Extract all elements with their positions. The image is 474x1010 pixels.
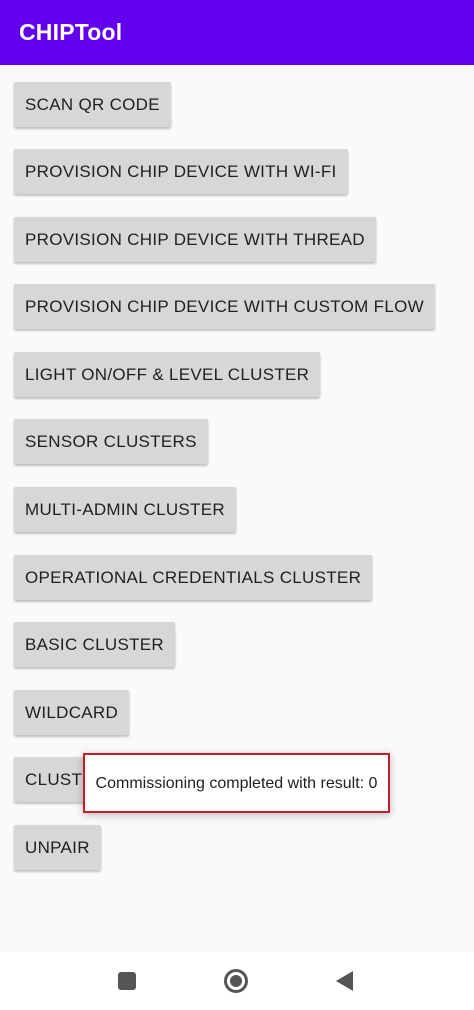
app-title: CHIPTool xyxy=(19,19,123,45)
triangle-back-icon xyxy=(335,971,353,991)
wildcard-button[interactable]: WILDCARD xyxy=(14,690,130,735)
home-button[interactable] xyxy=(222,967,250,995)
basic-cluster-button[interactable]: BASIC CLUSTER xyxy=(14,622,175,667)
back-button[interactable] xyxy=(330,967,358,995)
commissioning-toast: Commissioning completed with result: 0 xyxy=(83,753,390,813)
toast-message: Commissioning completed with result: 0 xyxy=(95,774,378,792)
multi-admin-cluster-button[interactable]: MULTI-ADMIN CLUSTER xyxy=(14,487,236,532)
light-level-cluster-button[interactable]: LIGHT ON/OFF & LEVEL CLUSTER xyxy=(14,352,321,397)
home-icon-dot xyxy=(230,975,242,987)
circle-home-icon xyxy=(224,969,248,993)
recents-button[interactable] xyxy=(113,967,141,995)
system-navigation-bar xyxy=(0,952,474,1010)
unpair-button[interactable]: UNPAIR xyxy=(14,825,101,870)
app-bar: CHIPTool xyxy=(0,0,474,65)
provision-custom-flow-button[interactable]: PROVISION CHIP DEVICE WITH CUSTOM FLOW xyxy=(14,284,435,329)
provision-thread-button[interactable]: PROVISION CHIP DEVICE WITH THREAD xyxy=(14,217,376,262)
scan-qr-code-button[interactable]: SCAN QR CODE xyxy=(14,82,171,127)
sensor-clusters-button[interactable]: SENSOR CLUSTERS xyxy=(14,419,208,464)
provision-wifi-button[interactable]: PROVISION CHIP DEVICE WITH WI-FI xyxy=(14,149,348,194)
operational-credentials-cluster-button[interactable]: OPERATIONAL CREDENTIALS CLUSTER xyxy=(14,555,373,600)
main-content: SCAN QR CODE PROVISION CHIP DEVICE WITH … xyxy=(0,65,474,952)
square-recents-icon xyxy=(118,972,136,990)
